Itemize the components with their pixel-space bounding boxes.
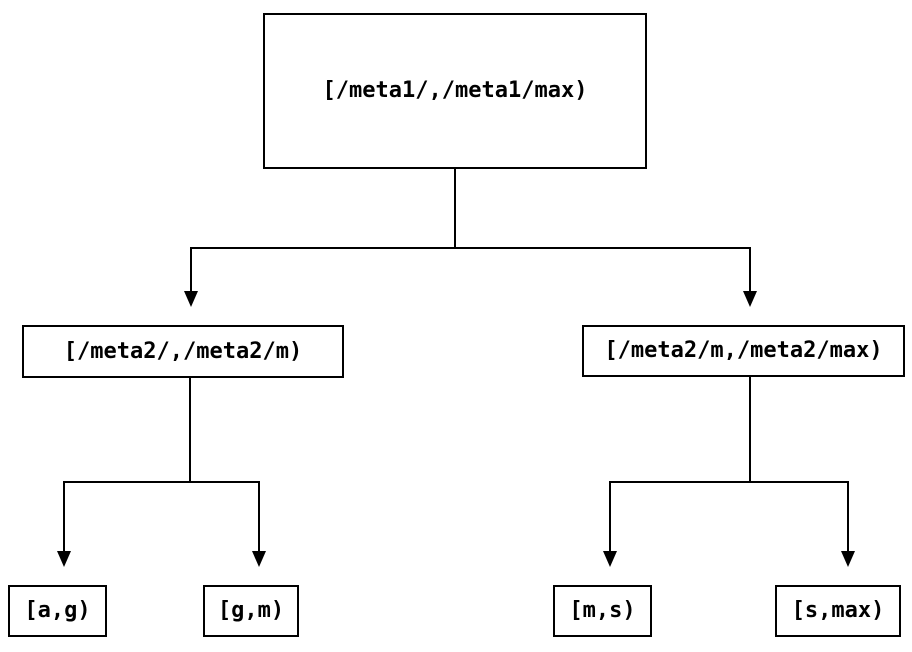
- node-leaf-smax: [s,max): [775, 585, 901, 637]
- arrowhead-down-icon: [184, 291, 198, 307]
- edge-rail: [190, 247, 751, 292]
- arrowhead-down-icon: [252, 551, 266, 567]
- edge-left-to-leaves: [57, 378, 266, 567]
- node-root-range: [/meta1/,/meta1/max): [263, 13, 647, 169]
- edge-right-to-leaves: [603, 377, 855, 567]
- node-leaf-ms: [m,s): [553, 585, 652, 637]
- node-left-child-range: [/meta2/,/meta2/m): [22, 325, 344, 378]
- node-leaf-gm: [g,m): [203, 585, 299, 637]
- node-right-child-range: [/meta2/m,/meta2/max): [582, 325, 905, 377]
- edge-rail: [63, 481, 260, 552]
- arrowhead-down-icon: [603, 551, 617, 567]
- arrowhead-down-icon: [743, 291, 757, 307]
- arrowhead-down-icon: [57, 551, 71, 567]
- node-leaf-ag: [a,g): [8, 585, 107, 637]
- arrowhead-down-icon: [841, 551, 855, 567]
- edge-root-to-children: [184, 169, 757, 307]
- edge-rail: [609, 481, 849, 552]
